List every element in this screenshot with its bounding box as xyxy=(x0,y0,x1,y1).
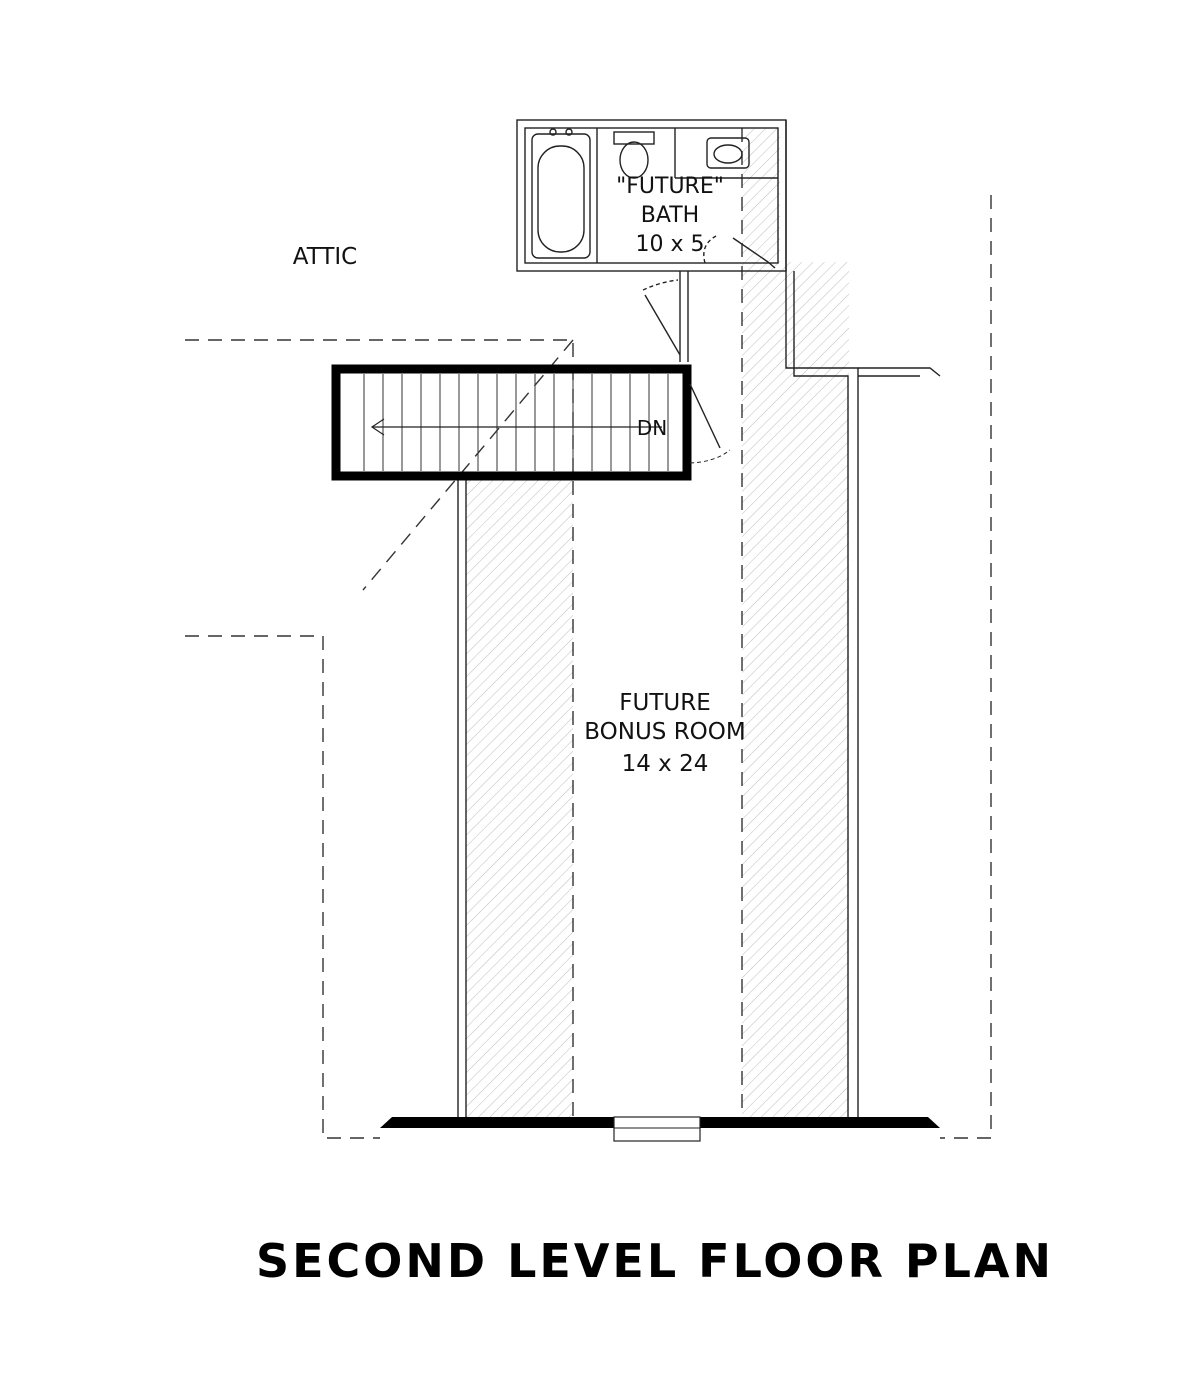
bath-door-swing xyxy=(703,235,717,264)
tub-faucet-right xyxy=(565,128,573,136)
hall-door-leaf xyxy=(644,294,681,356)
bath-label-line1: "FUTURE" xyxy=(616,174,724,199)
roof-line-diagonal xyxy=(362,339,574,591)
hatch-right-strip xyxy=(742,262,849,1117)
hatched-zones xyxy=(466,128,849,1117)
hall-door-swing xyxy=(642,279,679,291)
toilet-bowl xyxy=(619,141,649,179)
sink-counter xyxy=(706,137,750,169)
hatch-left-strip xyxy=(466,480,573,1117)
stair-treads xyxy=(363,374,669,471)
bottom-wall-left xyxy=(380,1117,614,1128)
stair-arrow-head xyxy=(370,418,385,436)
dashed-roof-lines xyxy=(185,128,992,1139)
room-top-wall-outer xyxy=(785,120,859,1117)
tub-faucet-left xyxy=(549,128,557,136)
bath-label-line2: BATH xyxy=(641,203,699,228)
bottom-wall xyxy=(380,1116,940,1142)
bathtub xyxy=(531,133,591,259)
stair-walls xyxy=(331,364,692,481)
room-top-wall-inner xyxy=(793,271,849,1117)
hatch-bath-strip xyxy=(742,128,780,262)
bottom-wall-right xyxy=(700,1117,940,1128)
stair-door-leaf xyxy=(689,383,721,449)
bathtub-basin xyxy=(537,145,585,253)
bonus-label-line1: FUTURE xyxy=(619,690,710,716)
stair xyxy=(331,364,731,481)
plan-title: SECOND LEVEL FLOOR PLAN xyxy=(256,1234,1054,1288)
bonus-size-label: 14 x 24 xyxy=(622,751,709,777)
sink-basin xyxy=(713,144,743,164)
roof-line-lower xyxy=(185,635,380,1139)
roof-line-upper xyxy=(185,339,574,1117)
bath-door-jamb xyxy=(767,261,776,269)
stair-door-swing xyxy=(689,449,731,464)
bonus-label-line2: BONUS ROOM xyxy=(584,719,745,745)
bottom-door-sill xyxy=(613,1116,701,1142)
room-top-ext xyxy=(858,367,941,377)
bath-door-area xyxy=(457,120,941,1117)
bath-size-label: 10 x 5 xyxy=(636,232,705,257)
roof-line-right-outer xyxy=(940,195,992,1139)
toilet-tank xyxy=(613,131,655,145)
stair-dn-label: DN xyxy=(637,416,667,440)
bath-door-leaf xyxy=(732,237,769,263)
bath-inner-wall xyxy=(524,127,779,264)
attic-label: ATTIC xyxy=(293,244,358,270)
